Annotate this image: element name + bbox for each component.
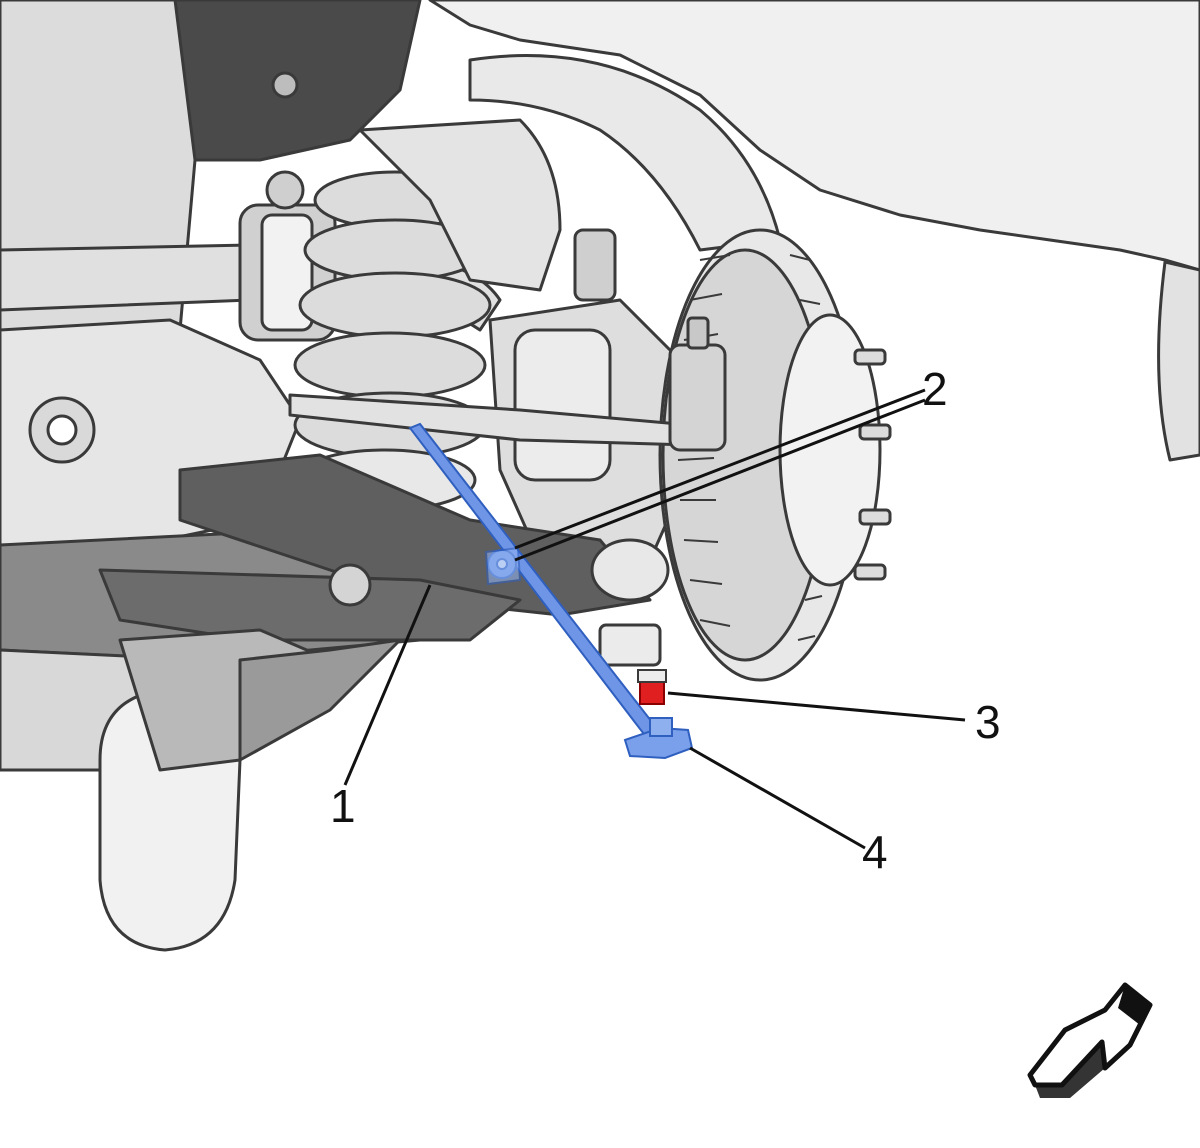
- body-panel: [428, 0, 1200, 462]
- callout-label-1: 1: [330, 780, 356, 832]
- leader-line-2: [514, 398, 926, 562]
- leader-line-2b: [514, 388, 926, 550]
- leader-lines: [343, 388, 966, 850]
- callout-label-2: 2: [922, 363, 948, 415]
- front-direction-arrow-icon: [1027, 982, 1153, 1098]
- callout-label-4: 4: [862, 826, 888, 878]
- red-fastener: [637, 669, 667, 705]
- tie-rod: [288, 316, 727, 452]
- leader-line-3: [667, 691, 966, 722]
- callout-label-3: 3: [975, 696, 1001, 748]
- upper-control-arm: [358, 118, 562, 292]
- leader-line-4: [689, 746, 866, 850]
- brake-rotor: [658, 228, 892, 682]
- tire: [98, 628, 402, 952]
- height-sensor-link: [408, 422, 694, 760]
- leader-line-1: [343, 584, 432, 786]
- callout-labels: 1 2 3 4: [330, 363, 1001, 878]
- wheel-studs: [853, 348, 892, 581]
